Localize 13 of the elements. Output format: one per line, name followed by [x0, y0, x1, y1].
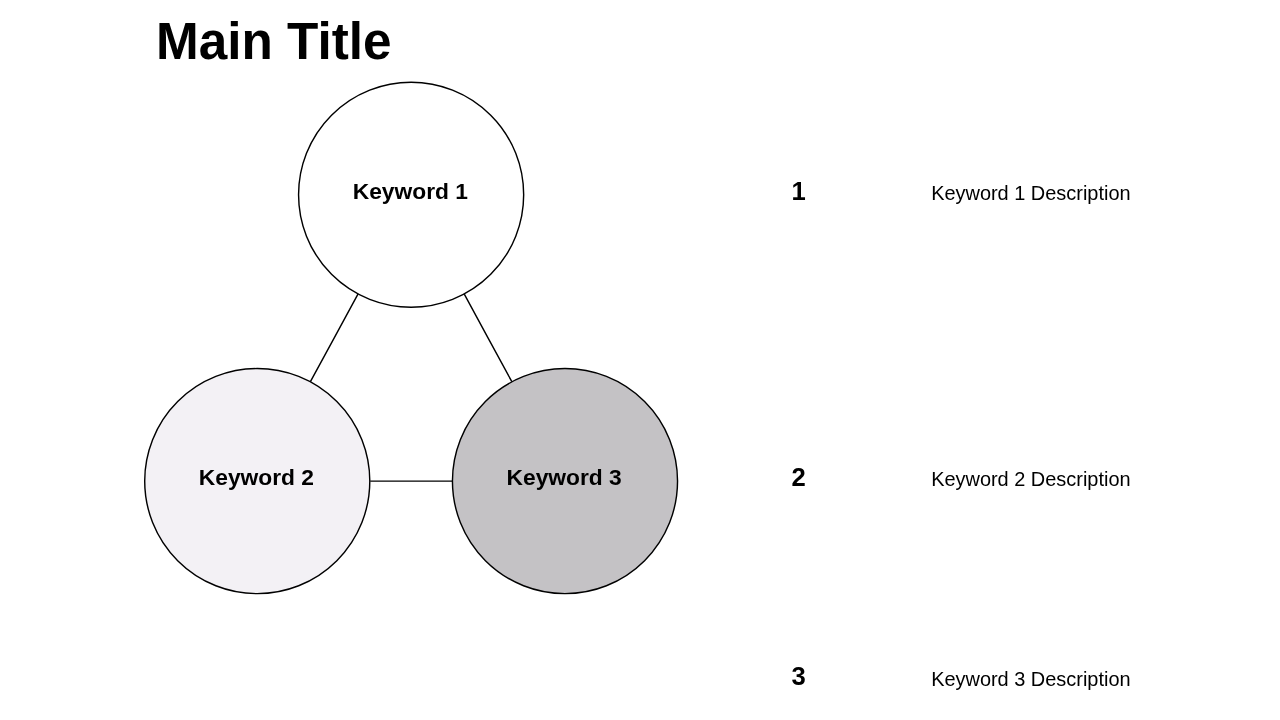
label: 2 [791, 462, 806, 491]
label: 3 [791, 662, 806, 691]
connector [463, 293, 513, 383]
node-circle: Keyword 2 [143, 367, 370, 595]
label: Keyword 3 Description [930, 667, 1131, 690]
node-circle: Keyword 1 [297, 81, 524, 308]
label: 1 [791, 176, 806, 205]
label: Keyword 2 Description [930, 468, 1131, 491]
connector [369, 480, 453, 482]
connector [309, 293, 359, 383]
diagram-title: Main Title [155, 13, 392, 71]
node-circle: Keyword 3 [451, 367, 678, 595]
label: Keyword 1 Description [930, 182, 1131, 204]
